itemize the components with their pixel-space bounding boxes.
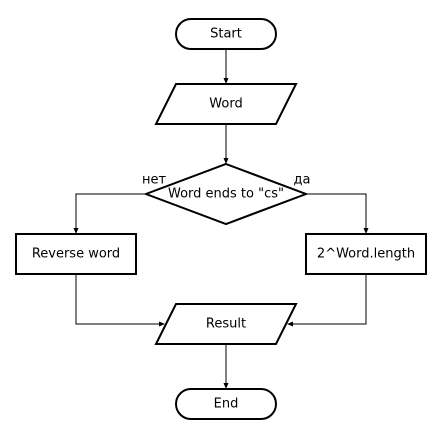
connectors bbox=[73, 49, 369, 389]
result-label: Result bbox=[206, 317, 246, 332]
reverse-word-process: Reverse word bbox=[15, 233, 137, 275]
start-label: Start bbox=[210, 27, 242, 42]
edge-decision-yes-branch bbox=[306, 193, 367, 230]
arrowhead bbox=[223, 383, 229, 389]
end-terminator: End bbox=[175, 388, 277, 420]
result-output-node: Result bbox=[154, 303, 298, 345]
word-input-node: Word bbox=[154, 83, 298, 125]
arrowhead bbox=[363, 228, 369, 234]
arrowhead bbox=[159, 321, 165, 327]
arrowhead bbox=[73, 228, 79, 234]
end-label: End bbox=[214, 397, 239, 412]
power-label: 2^Word.length bbox=[317, 247, 415, 262]
arrowhead bbox=[223, 78, 229, 84]
decision-node: Word ends to "cs" bbox=[143, 162, 309, 226]
reverse-word-label: Reverse word bbox=[32, 247, 120, 262]
yes-branch-label: да bbox=[294, 173, 311, 188]
edge-decision-no-branch bbox=[75, 193, 146, 230]
decision-label: Word ends to "cs" bbox=[168, 187, 284, 202]
power-process: 2^Word.length bbox=[305, 233, 427, 275]
edge-power-to-result bbox=[292, 274, 367, 325]
word-input-label: Word bbox=[209, 97, 242, 112]
edge-reverse-to-result bbox=[75, 274, 160, 325]
start-terminator: Start bbox=[175, 18, 277, 50]
arrowhead bbox=[287, 321, 293, 327]
arrowhead bbox=[223, 158, 229, 164]
no-branch-label: нет bbox=[142, 173, 166, 188]
